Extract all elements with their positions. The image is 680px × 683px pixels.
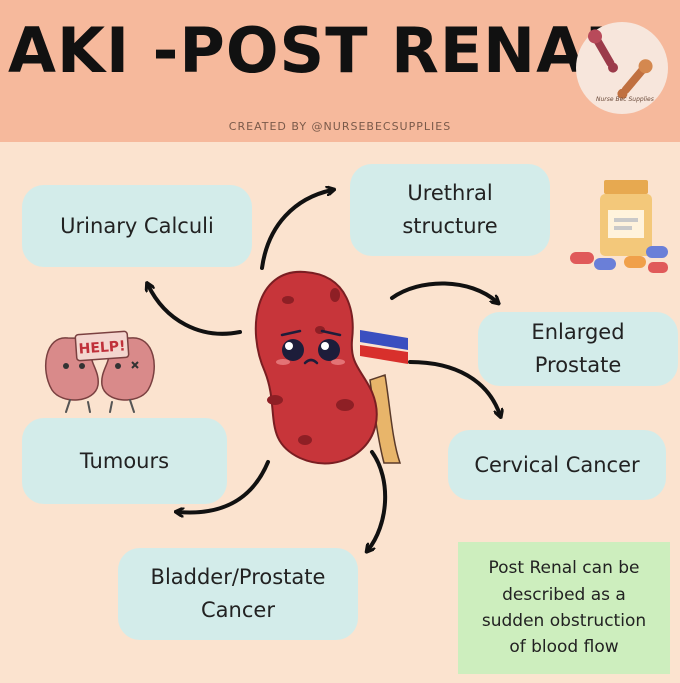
cause-prostate-line1: Enlarged	[531, 320, 625, 345]
arrow-to-urethral	[260, 190, 332, 270]
medicine-bottle-icon	[600, 180, 652, 256]
cause-bladder-line1: Bladder/Prostate	[150, 565, 326, 590]
arrow-to-urinary-calculi	[148, 285, 242, 336]
bone-icon	[588, 29, 653, 99]
note-line1: Post Renal can be	[488, 558, 640, 579]
logo-text: Nurse Bec Supplies	[596, 96, 654, 103]
cause-urinary-calculi: Urinary Calculi	[22, 185, 252, 267]
cause-prostate-line2: Prostate	[534, 353, 622, 377]
arrow-to-prostate	[390, 281, 497, 302]
cause-bladder-line2: Cancer	[201, 598, 275, 622]
cause-cervical-cancer: Cervical Cancer	[448, 430, 666, 500]
page-title: AKI -POST RENAL	[8, 14, 626, 87]
cause-enlarged-prostate: Enlarged Prostate	[478, 312, 678, 386]
note-line3: sudden obstruction	[481, 611, 647, 631]
cause-tumours: Tumours	[22, 418, 227, 504]
header-band	[0, 0, 680, 142]
cause-bladder-prostate-cancer: Bladder/Prostate Cancer	[118, 548, 358, 640]
cause-tumours-label: Tumours	[79, 448, 170, 473]
pills-icon	[570, 246, 668, 273]
cause-urinary-calculi-label: Urinary Calculi	[60, 213, 214, 238]
note-line4: of blood flow	[509, 637, 619, 658]
arrow-to-bladder	[368, 450, 388, 550]
help-sign-text: HELP!	[78, 338, 126, 357]
cause-urethral-line2: structure	[402, 214, 498, 238]
cause-urethral-structure: Urethral structure	[350, 164, 550, 256]
cause-urethral-line1: Urethral	[407, 181, 493, 206]
credit-line: CREATED BY @NURSEBECSUPPLIES	[228, 120, 452, 133]
note-line2: described as a	[502, 584, 626, 605]
help-kidneys-icon	[45, 330, 155, 413]
arrow-to-tumours	[178, 460, 270, 512]
kidney-icon	[254, 270, 408, 465]
cause-cervical-label: Cervical Cancer	[474, 452, 640, 477]
brand-logo	[576, 22, 668, 114]
arrow-to-cervical	[408, 360, 500, 415]
definition-note: Post Renal can be described as a sudden …	[458, 542, 670, 674]
